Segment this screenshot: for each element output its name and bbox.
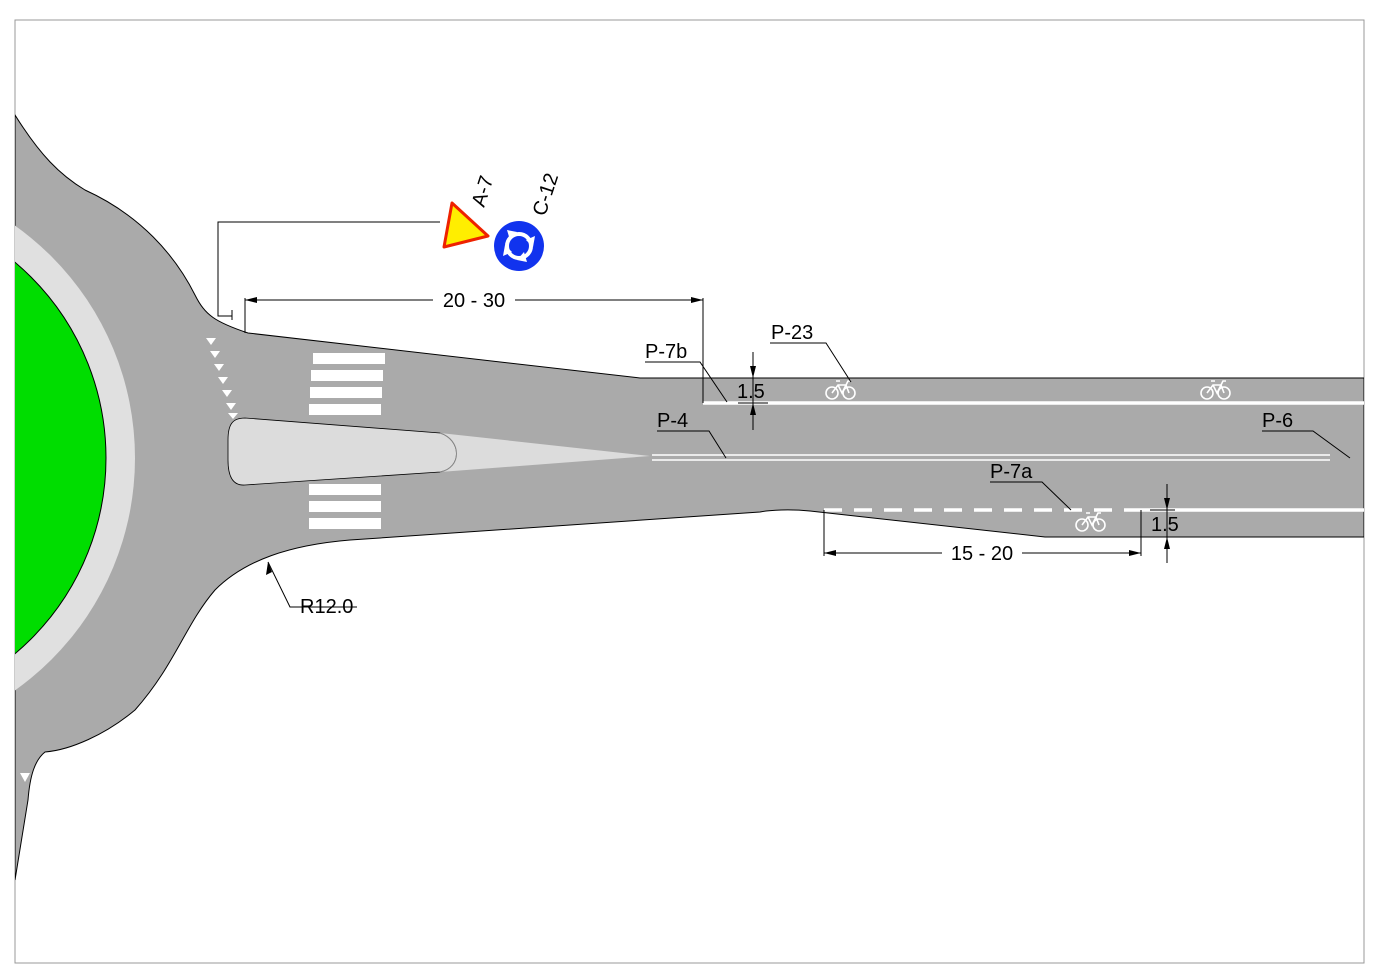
give-way-markings — [20, 338, 238, 782]
marking-label-p4: P-4 — [657, 410, 688, 432]
yield-triangle-icon — [442, 201, 490, 249]
marking-label-p23: P-23 — [771, 322, 813, 344]
central-island — [15, 261, 107, 655]
dimension-entry-length: 20 - 30 — [443, 290, 505, 312]
dimension-lower-cycle-lane: 1.5 — [1151, 514, 1179, 536]
zebra-crossing-lower — [309, 484, 381, 529]
curb-radius-label: R12.0 — [300, 596, 353, 618]
roundabout-arrows-icon — [494, 221, 544, 271]
splitter-hatch-taper — [440, 433, 650, 472]
sign-leader — [217, 221, 440, 317]
marking-label-p6: P-6 — [1262, 410, 1293, 432]
centre-line-p4 — [652, 454, 1330, 461]
dimension-exit-length: 15 - 20 — [951, 543, 1013, 565]
marking-label-p7a: P-7a — [990, 461, 1033, 483]
roundabout-roadway — [15, 114, 1364, 881]
marking-label-p7b: P-7b — [645, 341, 687, 363]
dimension-upper-cycle-lane: 1.5 — [737, 381, 765, 403]
zebra-crossing-upper — [309, 353, 385, 415]
